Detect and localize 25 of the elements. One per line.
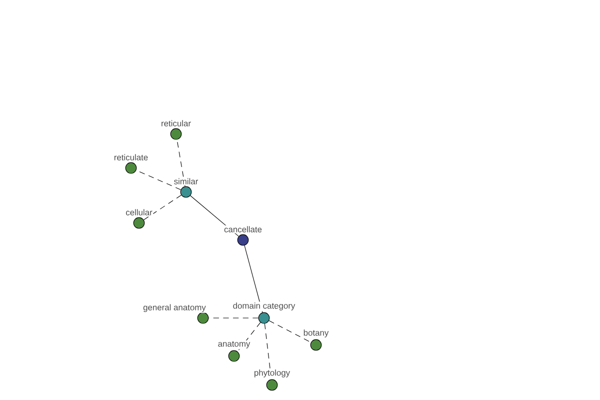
connector-line — [143, 194, 182, 220]
node-circle — [266, 379, 278, 391]
node-label: domain category — [232, 302, 296, 312]
node-label: reticular — [160, 119, 192, 128]
node-label: cancellate — [223, 225, 263, 234]
node-label: reticulate — [113, 153, 149, 162]
node-circle — [258, 312, 270, 324]
node-circle — [180, 186, 192, 198]
node-circle — [133, 217, 145, 229]
node-circle — [237, 234, 249, 246]
node-label: similar — [172, 177, 200, 186]
connector-line — [176, 139, 186, 187]
node-circle — [125, 162, 137, 174]
connector-line — [264, 323, 272, 380]
node-label: general anatomy — [142, 303, 207, 313]
node-label: anatomy — [216, 340, 252, 350]
node-circle — [197, 312, 209, 324]
node-label: phytology — [253, 368, 291, 378]
node-label: botany — [302, 328, 330, 338]
node-circle — [310, 339, 322, 351]
node-label: cellular — [124, 208, 154, 216]
connector-line — [268, 320, 312, 343]
node-circle — [228, 350, 240, 362]
connector-line — [237, 322, 261, 352]
node-circle — [170, 128, 182, 140]
